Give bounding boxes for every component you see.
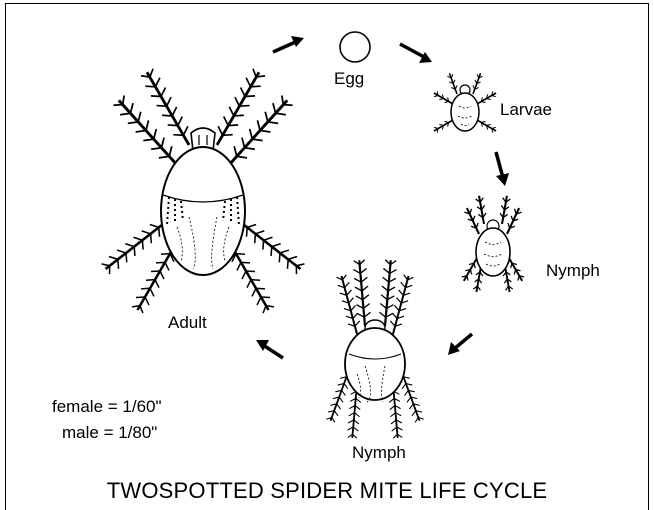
arrow-larvae-to-nymph-icon: [496, 152, 509, 186]
arrow-nymph-to-nymph-icon: [448, 334, 472, 355]
adult-label: Adult: [168, 314, 207, 331]
egg-drawing: [340, 32, 370, 62]
larvae-label: Larvae: [500, 101, 552, 118]
arrow-egg-to-larvae-icon: [400, 44, 432, 63]
arrow-to-egg-icon: [273, 36, 304, 52]
larvae-drawing: [432, 72, 497, 133]
egg-label: Egg: [334, 70, 364, 87]
female-size-label: female = 1/60": [52, 397, 162, 417]
male-size-label: male = 1/80": [62, 423, 157, 443]
nymph-2-drawing: [325, 260, 424, 439]
nymph-1-label: Nymph: [546, 262, 600, 279]
arrow-nymph-to-adult-icon: [256, 340, 283, 358]
nymph-1-drawing: [461, 195, 526, 292]
nymph-2-label: Nymph: [352, 444, 406, 461]
adult-drawing: [101, 68, 306, 314]
diagram-title: TWOSPOTTED SPIDER MITE LIFE CYCLE: [0, 478, 654, 504]
